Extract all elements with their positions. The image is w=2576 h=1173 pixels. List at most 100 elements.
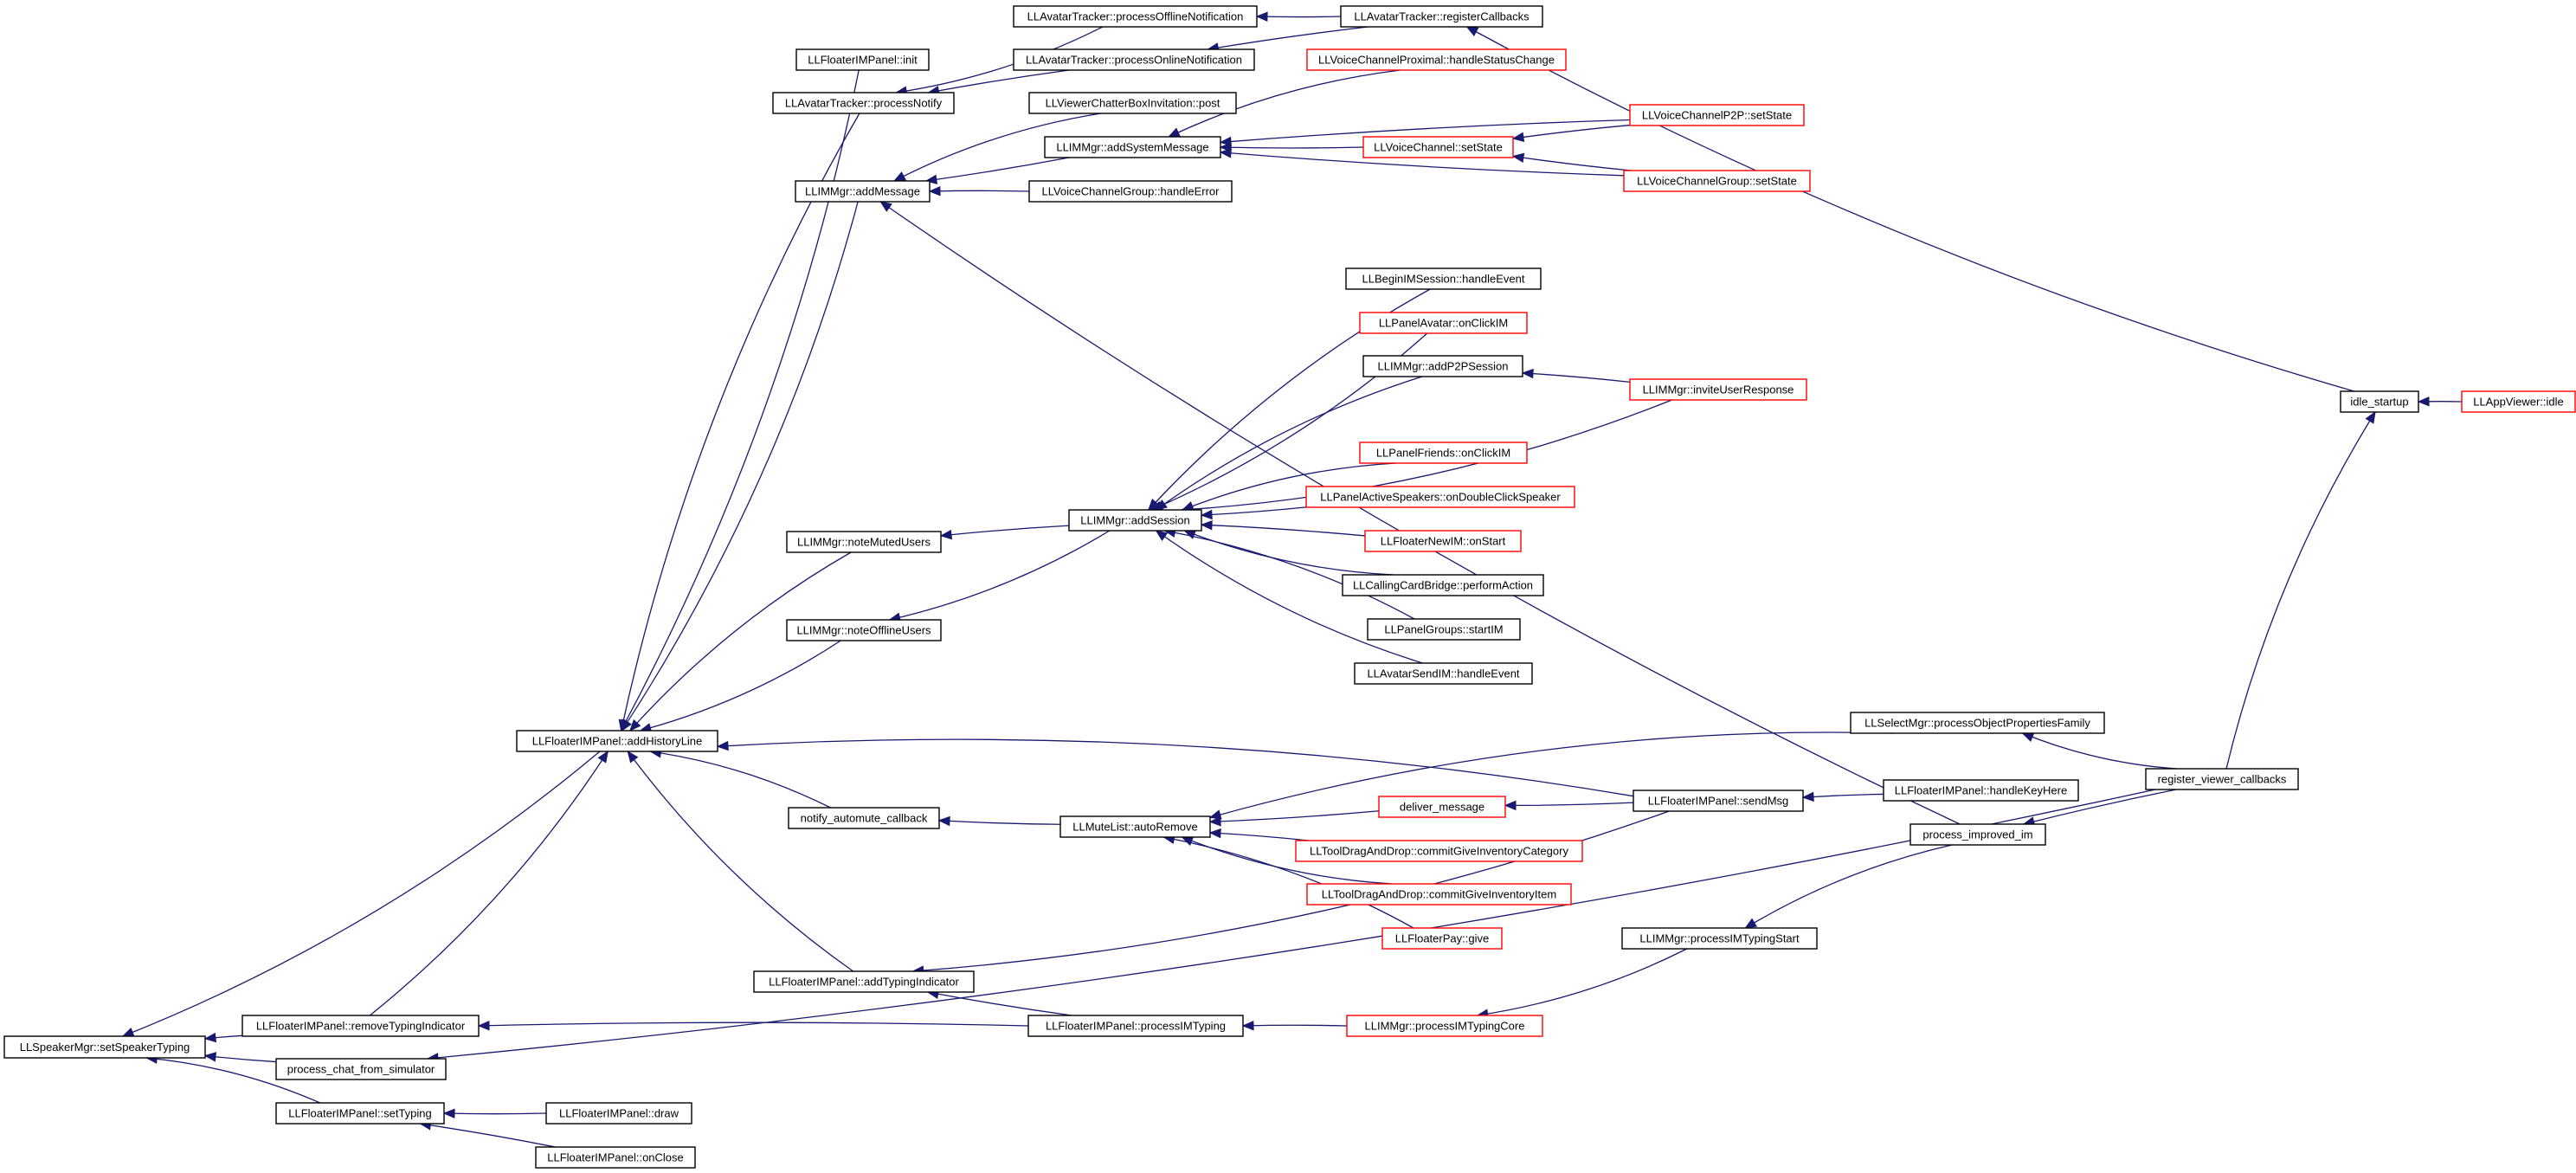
node-send-msg[interactable]: LLFloaterIMPanel::sendMsg — [1633, 790, 1804, 812]
node-box[interactable] — [1623, 170, 1811, 192]
node-box[interactable] — [3, 1035, 206, 1059]
node-box[interactable] — [795, 180, 931, 203]
node-calling-card[interactable]: LLCallingCardBridge::performAction — [1342, 574, 1544, 596]
node-box[interactable] — [1044, 136, 1221, 158]
node-box[interactable] — [1305, 486, 1575, 508]
node-add-session[interactable]: LLIMMgr::addSession — [1068, 509, 1202, 532]
node-box[interactable] — [1295, 840, 1583, 862]
node-set-typing[interactable]: LLFloaterIMPanel::setTyping — [275, 1102, 445, 1125]
node-box[interactable] — [516, 730, 718, 752]
node-reg-viewer[interactable]: register_viewer_callbacks — [2145, 768, 2299, 790]
node-box[interactable] — [1306, 883, 1572, 906]
node-vc-group-set-state[interactable]: LLVoiceChannelGroup::setState — [1623, 170, 1811, 192]
node-box[interactable] — [1381, 927, 1503, 950]
node-box[interactable] — [1340, 5, 1543, 28]
node-at-register[interactable]: LLAvatarTracker::registerCallbacks — [1340, 5, 1543, 28]
node-box[interactable] — [1345, 267, 1542, 290]
node-add-p2-p[interactable]: LLIMMgr::addP2PSession — [1362, 355, 1523, 377]
node-box[interactable] — [1342, 574, 1544, 596]
node-floater-pay[interactable]: LLFloaterPay::give — [1381, 927, 1503, 950]
node-box[interactable] — [1027, 1015, 1244, 1037]
node-deliver-msg[interactable]: deliver_message — [1378, 796, 1506, 818]
node-box[interactable] — [1013, 5, 1258, 28]
node-box[interactable] — [786, 531, 942, 553]
node-add-history[interactable]: LLFloaterIMPanel::addHistoryLine — [516, 730, 718, 752]
node-box[interactable] — [242, 1015, 480, 1037]
node-box[interactable] — [1013, 48, 1255, 71]
node-box[interactable] — [1346, 1015, 1543, 1037]
node-box[interactable] — [2340, 390, 2419, 413]
node-box[interactable] — [1909, 823, 2046, 846]
node-active-spk[interactable]: LLPanelActiveSpeakers::onDoubleClickSpea… — [1305, 486, 1575, 508]
node-box[interactable] — [1364, 530, 1522, 552]
node-box[interactable] — [1359, 312, 1528, 334]
node-proc-imtyping[interactable]: LLFloaterIMPanel::processIMTyping — [1027, 1015, 1244, 1037]
node-box[interactable] — [753, 970, 975, 993]
node-im-typing-core[interactable]: LLIMMgr::processIMTypingCore — [1346, 1015, 1543, 1037]
node-box[interactable] — [1362, 355, 1523, 377]
node-box[interactable] — [275, 1058, 447, 1080]
node-handle-key[interactable]: LLFloaterIMPanel::handleKeyHere — [1883, 779, 2079, 802]
node-box[interactable] — [1633, 790, 1804, 812]
node-box[interactable] — [1059, 815, 1211, 838]
node-app-idle[interactable]: LLAppViewer::idle — [2461, 390, 2576, 413]
node-at-proc-notify[interactable]: LLAvatarTracker::processNotify — [772, 92, 955, 114]
node-box[interactable] — [1629, 104, 1805, 126]
node-at-offline[interactable]: LLAvatarTracker::processOfflineNotificat… — [1013, 5, 1258, 28]
node-add-typing-ind[interactable]: LLFloaterIMPanel::addTypingIndicator — [753, 970, 975, 993]
node-add-message[interactable]: LLIMMgr::addMessage — [795, 180, 931, 203]
node-im-typing-start[interactable]: LLIMMgr::processIMTypingStart — [1621, 927, 1818, 950]
node-add-sys-msg[interactable]: LLIMMgr::addSystemMessage — [1044, 136, 1221, 158]
node-box[interactable] — [535, 1146, 696, 1169]
node-box[interactable] — [275, 1102, 445, 1125]
node-new-im[interactable]: LLFloaterNewIM::onStart — [1364, 530, 1522, 552]
node-avatar-send-im[interactable]: LLAvatarSendIM::handleEvent — [1354, 662, 1533, 685]
node-vc-p2-pset-state[interactable]: LLVoiceChannelP2P::setState — [1629, 104, 1805, 126]
node-panel-friends[interactable]: LLPanelFriends::onClickIM — [1359, 441, 1528, 464]
node-vc-proximal[interactable]: LLVoiceChannelProximal::handleStatusChan… — [1306, 48, 1567, 71]
node-root[interactable]: LLSpeakerMgr::setSpeakerTyping — [3, 1035, 206, 1059]
node-note-offline[interactable]: LLIMMgr::noteOfflineUsers — [786, 619, 942, 641]
node-box[interactable] — [1850, 712, 2105, 734]
node-box[interactable] — [2461, 390, 2576, 413]
node-fim-init[interactable]: LLFloaterIMPanel::init — [795, 48, 930, 71]
node-invite-resp[interactable]: LLIMMgr::inviteUserResponse — [1629, 378, 1807, 401]
node-process-improved[interactable]: process_improved_im — [1909, 823, 2046, 846]
node-box[interactable] — [1367, 618, 1521, 641]
node-box[interactable] — [1629, 378, 1807, 401]
node-begin-im[interactable]: LLBeginIMSession::handleEvent — [1345, 267, 1542, 290]
node-give-item[interactable]: LLToolDragAndDrop::commitGiveInventoryIt… — [1306, 883, 1572, 906]
node-box[interactable] — [1883, 779, 2079, 802]
node-box[interactable] — [1028, 180, 1233, 203]
node-box[interactable] — [1068, 509, 1202, 532]
node-fim-draw[interactable]: LLFloaterIMPanel::draw — [545, 1102, 692, 1125]
node-automute[interactable]: notify_automute_callback — [788, 807, 940, 829]
node-chatter-post[interactable]: LLViewerChatterBoxInvitation::post — [1028, 92, 1237, 114]
node-idle-startup[interactable]: idle_startup — [2340, 390, 2419, 413]
node-panel-groups[interactable]: LLPanelGroups::startIM — [1367, 618, 1521, 641]
node-box[interactable] — [795, 48, 930, 71]
node-note-muted[interactable]: LLIMMgr::noteMutedUsers — [786, 531, 942, 553]
node-box[interactable] — [1354, 662, 1533, 685]
node-mute-auto[interactable]: LLMuteList::autoRemove — [1059, 815, 1211, 838]
node-remove-typing-ind[interactable]: LLFloaterIMPanel::removeTypingIndicator — [242, 1015, 480, 1037]
node-vc-group-err[interactable]: LLVoiceChannelGroup::handleError — [1028, 180, 1233, 203]
node-box[interactable] — [1362, 136, 1514, 158]
node-box[interactable] — [1621, 927, 1818, 950]
node-box[interactable] — [1306, 48, 1567, 71]
node-panel-avatar[interactable]: LLPanelAvatar::onClickIM — [1359, 312, 1528, 334]
node-box[interactable] — [2145, 768, 2299, 790]
node-box[interactable] — [786, 619, 942, 641]
node-vc-set-state[interactable]: LLVoiceChannel::setState — [1362, 136, 1514, 158]
node-box[interactable] — [1378, 796, 1506, 818]
node-box[interactable] — [545, 1102, 692, 1125]
node-give-cat[interactable]: LLToolDragAndDrop::commitGiveInventoryCa… — [1295, 840, 1583, 862]
node-fim-on-close[interactable]: LLFloaterIMPanel::onClose — [535, 1146, 696, 1169]
node-chat-from-sim[interactable]: process_chat_from_simulator — [275, 1058, 447, 1080]
node-box[interactable] — [788, 807, 940, 829]
node-box[interactable] — [1028, 92, 1237, 114]
node-select-mgr[interactable]: LLSelectMgr::processObjectPropertiesFami… — [1850, 712, 2105, 734]
node-box[interactable] — [772, 92, 955, 114]
node-box[interactable] — [1359, 441, 1528, 464]
node-at-online[interactable]: LLAvatarTracker::processOnlineNotificati… — [1013, 48, 1255, 71]
